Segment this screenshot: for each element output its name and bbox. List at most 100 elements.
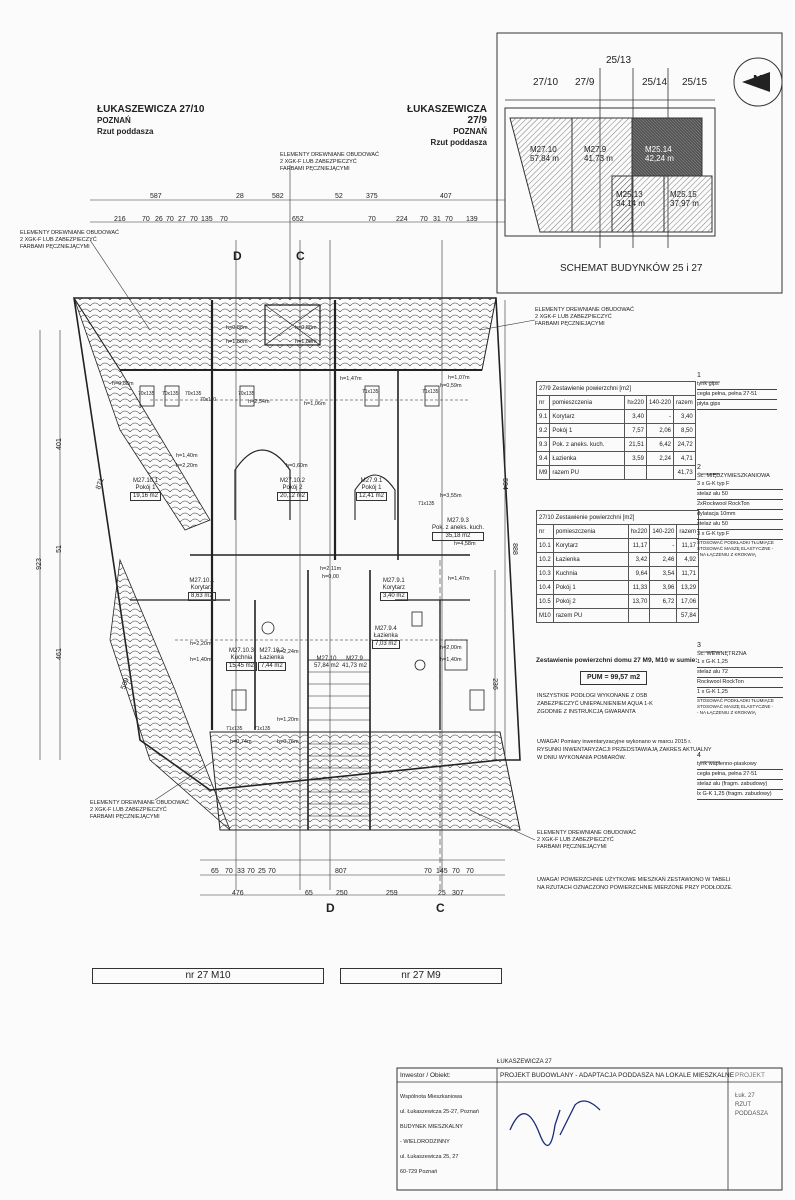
header-left-city: POZNAŃ — [97, 116, 131, 125]
area-table-27-10: 27/10 Zestawienie powierzchni [m2] nr po… — [535, 510, 700, 623]
window-size-label: 71x135 — [418, 501, 435, 507]
dimension-lines — [39, 199, 506, 896]
project-title: PROJEKT BUDOWLANY - ADAPTACJA PODDASZA N… — [500, 1072, 735, 1079]
dim-bot-9: 145 — [436, 868, 448, 875]
dim-sub-7: 135 — [201, 216, 213, 223]
height-label: h=0,60m — [286, 463, 308, 469]
height-label: h=0,59m — [440, 383, 462, 389]
dim-top-587: 587 — [150, 193, 162, 200]
header-right: ŁUKASZEWICZA 27/9 POZNAŃ Rzut poddasza — [395, 104, 487, 148]
dim-right-888: 888 — [510, 543, 518, 555]
schema-label-25-14: 25/14 — [642, 77, 668, 88]
legend-item-1: 1 tynk gips cegła pełna, pełna 27-51 pły… — [697, 372, 777, 410]
dim-bot-13: 65 — [305, 890, 313, 897]
header-left: ŁUKASZEWICZA 27/10 POZNAŃ Rzut poddasza — [97, 104, 204, 137]
dim-sub-3: 26 — [155, 216, 163, 223]
dim-sub-14: 70 — [445, 216, 453, 223]
dim-right-594: 594 — [500, 478, 508, 490]
dim-sub-12: 70 — [420, 216, 428, 223]
area-table-27-9: 27/9 Zestawienie powierzchni [m2] nr pom… — [535, 381, 696, 480]
height-label: h=1,20m — [277, 717, 299, 723]
project-label: PROJEKT — [735, 1072, 765, 1079]
dim-sub-5: 27 — [178, 216, 186, 223]
header-left-street: ŁUKASZEWICZA 27/10 — [97, 104, 205, 115]
dim-left-461: 461 — [55, 648, 63, 660]
dim-bot-12: 476 — [232, 890, 244, 897]
title-block-frame — [396, 1067, 783, 1191]
window-size-label: 70x135 — [185, 391, 202, 397]
height-label: h=0,88m — [295, 325, 317, 331]
north-arrow-icon: N — [753, 72, 763, 87]
height-label: h=0,76m — [277, 739, 299, 745]
unit-banner-m10: nr 27 M10 — [92, 968, 324, 984]
section-marker-c-top: C — [296, 249, 305, 263]
height-label: h=2,54m — [248, 399, 270, 405]
dim-sub-8: 70 — [220, 216, 228, 223]
table-header: razem — [673, 395, 696, 410]
legend-item-4: 4 tynk wapienno-piaskowy cegła pełna, pe… — [697, 752, 783, 800]
dim-bot-14: 250 — [336, 890, 348, 897]
dim-top-407: 407 — [440, 193, 452, 200]
note-leaders — [89, 165, 536, 841]
summary-heading: Zestawienie powierzchni domu 27 M9, M10 … — [536, 657, 698, 664]
dim-top-582: 582 — [272, 193, 284, 200]
header-right-street: ŁUKASZEWICZA 27/9 — [407, 104, 487, 126]
window-size-label: 70x135 — [162, 391, 179, 397]
dim-left-51: 51 — [55, 545, 63, 553]
building-schema — [496, 32, 783, 294]
window-size-label: 71x135 — [422, 389, 439, 395]
investor-label: Inwestor / Obiekt: — [400, 1072, 451, 1079]
window-size-label: 70x110 — [200, 397, 217, 403]
legend-item-3: 3 Śc. WEWNĘTRZNA 1 x G-K 1,25 stelaż alu… — [697, 642, 783, 716]
window-size-label: 70x135 — [138, 391, 155, 397]
height-label: h=0,88m — [226, 325, 248, 331]
schema-label-25-13: 25/13 — [606, 55, 632, 66]
dim-top-375: 375 — [366, 193, 378, 200]
table-header: pomieszczenia — [552, 524, 629, 539]
dim-sub-15: 139 — [466, 216, 478, 223]
unit-banner-m9: nr 27 M9 — [340, 968, 502, 984]
dim-sub-1: 216 — [114, 216, 126, 223]
height-label: h=1,80m — [226, 339, 248, 345]
dim-bot-11: 70 — [466, 868, 474, 875]
signature-image — [510, 1095, 610, 1155]
height-label: h=0,88m — [112, 381, 134, 387]
height-label: h=0,00 — [322, 574, 339, 580]
dim-right-236: 236 — [490, 678, 498, 690]
dim-sub-2: 70 — [142, 216, 150, 223]
dim-bot-17: 307 — [452, 890, 464, 897]
table-header: 140-220 — [649, 524, 678, 539]
schema-label-27-10: 27/10 — [533, 77, 559, 88]
sheet-label: Łuk. 27 RZUT PODDASZA — [735, 1093, 769, 1117]
height-label: h=1,88m — [295, 339, 317, 345]
height-label: h=2,00m — [440, 645, 462, 651]
dim-top-28: 28 — [236, 193, 244, 200]
section-marker-c-bottom: C — [436, 901, 445, 915]
dim-bot-16: 25 — [438, 890, 446, 897]
dim-bot-1: 65 — [211, 868, 219, 875]
table-title: 27/9 Zestawienie powierzchni [m2] — [536, 381, 696, 396]
investor-details: Wspólnota Mieszkaniowa ul. Łukaszewicza … — [400, 1094, 479, 1175]
schema-title: SCHEMAT BUDYNKÓW 25 i 27 — [560, 263, 703, 274]
window-size-label: 71x135 — [254, 726, 271, 732]
plan-outline — [73, 297, 521, 831]
dim-sub-6: 70 — [190, 216, 198, 223]
dim-left-401: 401 — [55, 438, 63, 450]
